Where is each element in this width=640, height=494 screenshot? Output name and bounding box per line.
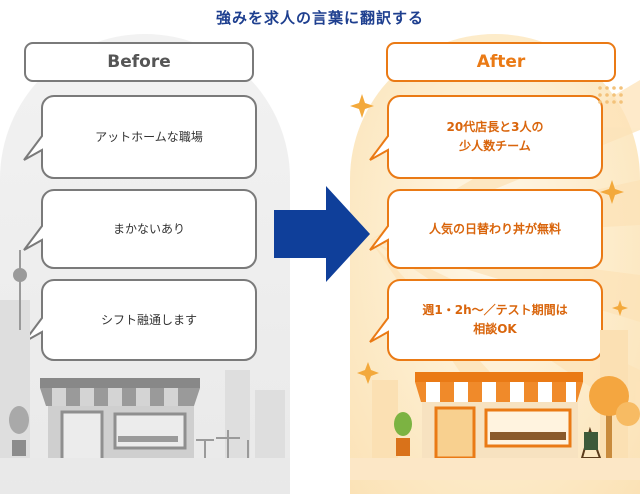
before-header: Before (24, 42, 254, 82)
before-item-2: まかないあり (112, 221, 185, 236)
after-item-1: 20代店長と3人の 少人数チーム (446, 120, 544, 153)
after-bubble-3 (369, 279, 603, 361)
page-title: 強みを求人の言葉に翻訳する (215, 9, 424, 27)
sparkle-3 (357, 362, 379, 384)
after-item-2: 人気の日替わり丼が無料 (428, 221, 561, 236)
storefront-scenes (0, 250, 640, 480)
sparkle-1 (350, 94, 374, 118)
before-bubble-3 (23, 279, 257, 361)
after-storefront (415, 372, 583, 460)
before-table-chairs (196, 430, 249, 458)
after-sign-board (580, 426, 602, 459)
after-item-3: 週1・2h～／テスト期間は 相談OK (422, 303, 568, 336)
after-bubble-2 (369, 189, 603, 269)
arrow-right-icon (274, 186, 370, 282)
sparkle-4 (612, 300, 628, 316)
bubbles-layer (23, 86, 628, 384)
before-bubble-2 (23, 189, 257, 269)
sparkle-2 (600, 180, 624, 204)
after-header: After (386, 42, 616, 82)
before-bubble-1 (23, 95, 257, 179)
before-item-1: アットホームな職場 (95, 129, 203, 144)
before-plant (9, 406, 29, 456)
before-storefront (40, 378, 200, 466)
before-streetlamp (13, 250, 27, 330)
before-item-3: シフト融通します (100, 312, 197, 327)
after-tree (589, 376, 640, 458)
after-plant (394, 412, 412, 456)
